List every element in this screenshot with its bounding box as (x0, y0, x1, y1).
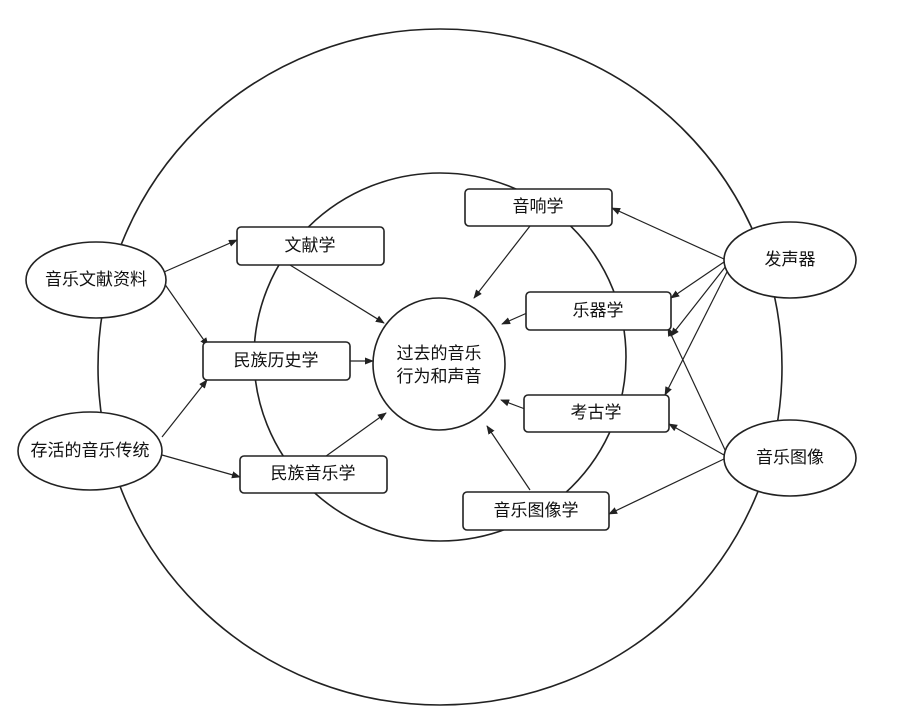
edge-ethnomusicology-to-center (321, 412, 387, 460)
box-ethnohistory-label: 民族历史学 (234, 351, 319, 371)
edge-organology-to-center (501, 312, 528, 325)
box-philology: 文献学 (236, 226, 385, 266)
box-ethnohistory: 民族历史学 (202, 341, 351, 381)
edges (161, 207, 729, 515)
edge-music-iconography-to-center (486, 425, 531, 491)
edge-philology-to-center (289, 264, 385, 324)
box-ethnomusicology: 民族音乐学 (239, 455, 388, 494)
edge-instruments-to-archaeology-2 (664, 269, 729, 396)
box-ethnomusicology-label: 民族音乐学 (271, 464, 356, 484)
box-archaeology-label: 考古学 (571, 403, 622, 423)
edge-iconography-to-archaeology (668, 423, 725, 456)
box-archaeology: 考古学 (523, 394, 670, 433)
box-music-iconography-label: 音乐图像学 (494, 501, 579, 521)
box-organology: 乐器学 (525, 291, 672, 331)
edge-instruments-to-archaeology (670, 265, 727, 337)
edge-iconography-to-organology (667, 327, 727, 453)
edge-living-to-ethnohistory (161, 379, 208, 438)
source-living-tradition-label: 存活的音乐传统 (31, 441, 150, 461)
source-literature: 音乐文献资料 (25, 241, 167, 319)
edge-iconography-to-music-iconography (608, 458, 725, 515)
source-instruments-label: 发声器 (765, 250, 816, 270)
edge-archaeology-to-center (500, 399, 526, 410)
source-living-tradition: 存活的音乐传统 (17, 411, 163, 491)
edge-acoustics-to-center (473, 225, 531, 299)
edge-instruments-to-organology (670, 261, 725, 299)
box-philology-label: 文献学 (285, 236, 336, 256)
edge-instruments-to-acoustics (611, 207, 725, 260)
center-line2: 行为和声音 (397, 367, 482, 387)
edge-literature-to-philology (163, 239, 238, 273)
edge-living-to-ethnomusicology (161, 454, 241, 479)
box-acoustics-label: 音响学 (513, 197, 564, 217)
source-iconography-label: 音乐图像 (756, 448, 824, 468)
center-line1: 过去的音乐 (397, 344, 482, 364)
box-organology-label: 乐器学 (573, 301, 624, 321)
box-music-iconography: 音乐图像学 (462, 491, 610, 531)
source-literature-label: 音乐文献资料 (45, 270, 147, 290)
outer-ring (97, 28, 783, 706)
source-instruments: 发声器 (723, 221, 857, 299)
box-acoustics: 音响学 (464, 188, 613, 227)
center-node: 过去的音乐 行为和声音 (372, 297, 506, 431)
edge-literature-to-ethnohistory (163, 282, 209, 347)
source-iconography: 音乐图像 (723, 419, 857, 497)
